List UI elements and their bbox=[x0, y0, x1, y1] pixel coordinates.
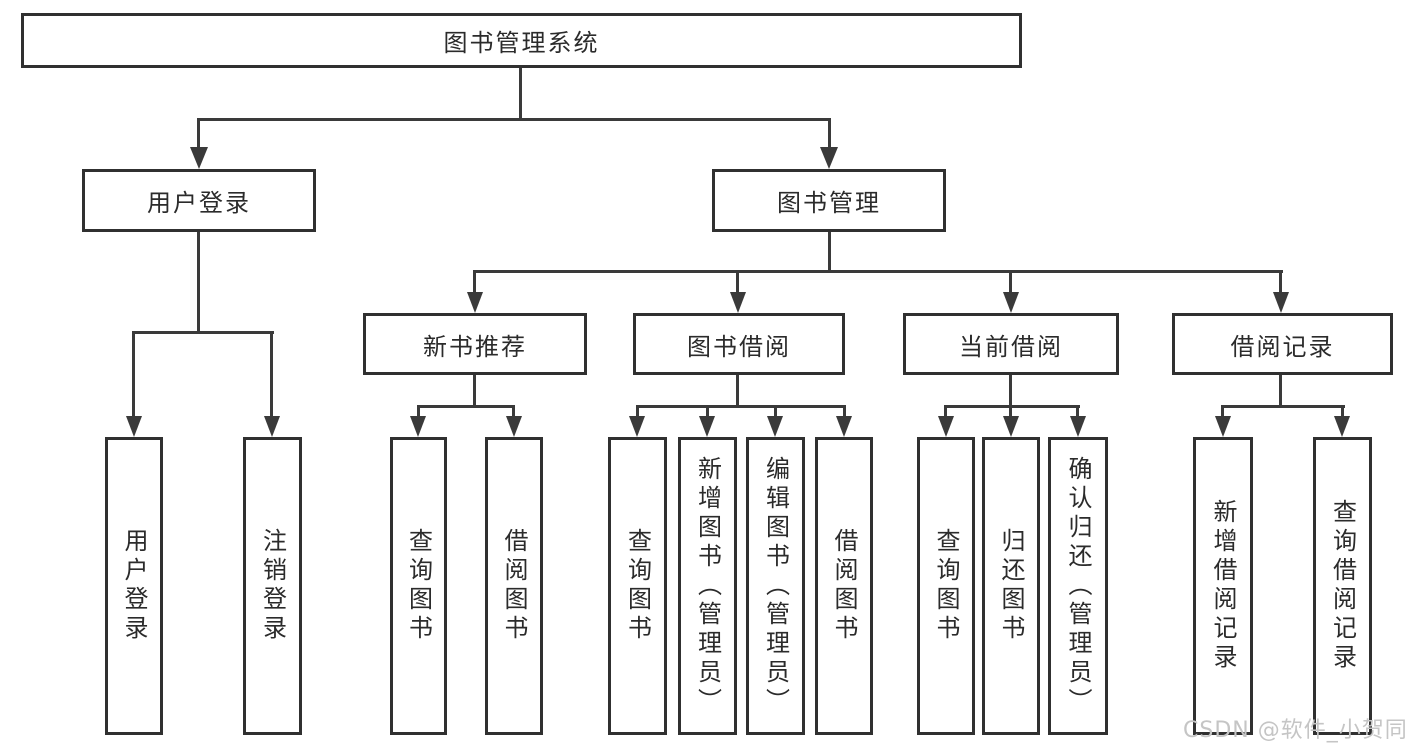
node-label: 确认归还（管理员） bbox=[1064, 455, 1092, 717]
leaf-return-books: 归还图书 bbox=[982, 437, 1040, 735]
connector-line bbox=[132, 331, 135, 421]
arrow-down-icon bbox=[820, 147, 838, 169]
connector-line bbox=[1341, 405, 1344, 419]
connector-line bbox=[843, 405, 846, 419]
leaf-query-books-current: 查询图书 bbox=[917, 437, 975, 735]
arrow-down-icon bbox=[730, 292, 746, 313]
connector-line bbox=[473, 270, 476, 295]
arrow-down-icon bbox=[629, 416, 645, 437]
node-current-borrowing: 当前借阅 bbox=[903, 313, 1119, 375]
connector-line bbox=[1009, 375, 1012, 407]
arrow-down-icon bbox=[264, 416, 280, 437]
connector-line bbox=[636, 405, 639, 419]
node-label: 新增借阅记录 bbox=[1209, 499, 1237, 673]
connector-line bbox=[944, 405, 947, 419]
leaf-logout-login: 注销登录 bbox=[243, 437, 302, 735]
arrow-down-icon bbox=[836, 416, 852, 437]
arrow-down-icon bbox=[938, 416, 954, 437]
connector-line bbox=[473, 375, 476, 407]
connector-line bbox=[197, 232, 200, 334]
arrow-down-icon bbox=[1070, 416, 1086, 437]
node-label: 注销登录 bbox=[258, 528, 287, 644]
node-label: 新增图书（管理员） bbox=[693, 455, 722, 717]
node-book-management: 图书管理 bbox=[712, 169, 946, 232]
node-label: 借阅图书 bbox=[830, 528, 858, 644]
connector-line bbox=[706, 405, 709, 419]
node-label: 查询图书 bbox=[404, 528, 433, 644]
node-new-book-recommendation: 新书推荐 bbox=[363, 313, 587, 375]
arrow-down-icon bbox=[1334, 416, 1350, 437]
node-label: 新书推荐 bbox=[423, 332, 527, 361]
node-label: 查询图书 bbox=[623, 528, 652, 644]
arrow-down-icon bbox=[126, 416, 142, 437]
node-borrowing-records: 借阅记录 bbox=[1172, 313, 1393, 375]
arrow-down-icon bbox=[190, 147, 208, 169]
node-label: 用户登录 bbox=[120, 528, 148, 644]
node-label: 图书借阅 bbox=[687, 332, 791, 361]
watermark-text: CSDN @软件_小贺同学 bbox=[1183, 718, 1405, 743]
connector-line bbox=[828, 232, 831, 272]
connector-line bbox=[197, 118, 200, 151]
connector-line bbox=[736, 270, 739, 295]
connector-line bbox=[1221, 405, 1345, 408]
connector-line bbox=[512, 405, 515, 419]
connector-line bbox=[736, 375, 739, 407]
node-label: 借阅记录 bbox=[1230, 332, 1335, 361]
arrow-down-icon bbox=[1003, 416, 1019, 437]
arrow-down-icon bbox=[410, 416, 426, 437]
leaf-borrow-books-newbook: 借阅图书 bbox=[485, 437, 543, 735]
node-label: 图书管理 bbox=[777, 189, 881, 217]
leaf-edit-books-admin: 编辑图书（管理员） bbox=[746, 437, 805, 735]
connector-line bbox=[1076, 405, 1079, 419]
node-book-borrowing: 图书借阅 bbox=[633, 313, 845, 375]
node-label: 借阅图书 bbox=[500, 528, 528, 644]
leaf-confirm-return-admin: 确认归还（管理员） bbox=[1048, 437, 1108, 735]
node-user-login: 用户登录 bbox=[82, 169, 316, 232]
arrow-down-icon bbox=[699, 416, 715, 437]
node-label: 编辑图书（管理员） bbox=[761, 455, 790, 717]
leaf-add-borrow-record: 新增借阅记录 bbox=[1193, 437, 1253, 735]
node-label: 查询图书 bbox=[932, 528, 960, 644]
connector-line bbox=[774, 405, 777, 419]
leaf-query-borrow-record: 查询借阅记录 bbox=[1313, 437, 1372, 735]
node-library-system: 图书管理系统 bbox=[21, 13, 1022, 68]
leaf-add-books-admin: 新增图书（管理员） bbox=[678, 437, 737, 735]
arrow-down-icon bbox=[767, 416, 783, 437]
connector-line bbox=[1279, 270, 1282, 295]
node-label: 当前借阅 bbox=[959, 332, 1063, 361]
connector-line bbox=[1009, 270, 1012, 295]
connector-line bbox=[417, 405, 420, 419]
connector-line bbox=[1279, 375, 1282, 407]
node-label: 查询借阅记录 bbox=[1328, 499, 1357, 673]
arrow-down-icon bbox=[506, 416, 522, 437]
leaf-query-books-borrowing: 查询图书 bbox=[608, 437, 667, 735]
node-label: 图书管理系统 bbox=[443, 29, 600, 57]
arrow-down-icon bbox=[1273, 292, 1289, 313]
node-label: 用户登录 bbox=[147, 189, 251, 217]
connector-line bbox=[417, 405, 515, 408]
leaf-user-login: 用户登录 bbox=[105, 437, 163, 735]
leaf-borrow-books-borrowing: 借阅图书 bbox=[815, 437, 873, 735]
connector-line bbox=[197, 118, 831, 121]
connector-line bbox=[828, 118, 831, 151]
connector-line bbox=[1009, 405, 1012, 419]
arrow-down-icon bbox=[1003, 292, 1019, 313]
node-label: 归还图书 bbox=[997, 528, 1025, 644]
connector-line bbox=[519, 68, 522, 121]
arrow-down-icon bbox=[467, 292, 483, 313]
connector-line bbox=[270, 331, 273, 421]
connector-line bbox=[1221, 405, 1224, 419]
leaf-query-books-newbook: 查询图书 bbox=[390, 437, 447, 735]
connector-line bbox=[636, 405, 846, 408]
connector-line bbox=[473, 270, 1283, 273]
connector-line bbox=[944, 405, 1080, 408]
arrow-down-icon bbox=[1215, 416, 1231, 437]
connector-line bbox=[132, 331, 274, 334]
